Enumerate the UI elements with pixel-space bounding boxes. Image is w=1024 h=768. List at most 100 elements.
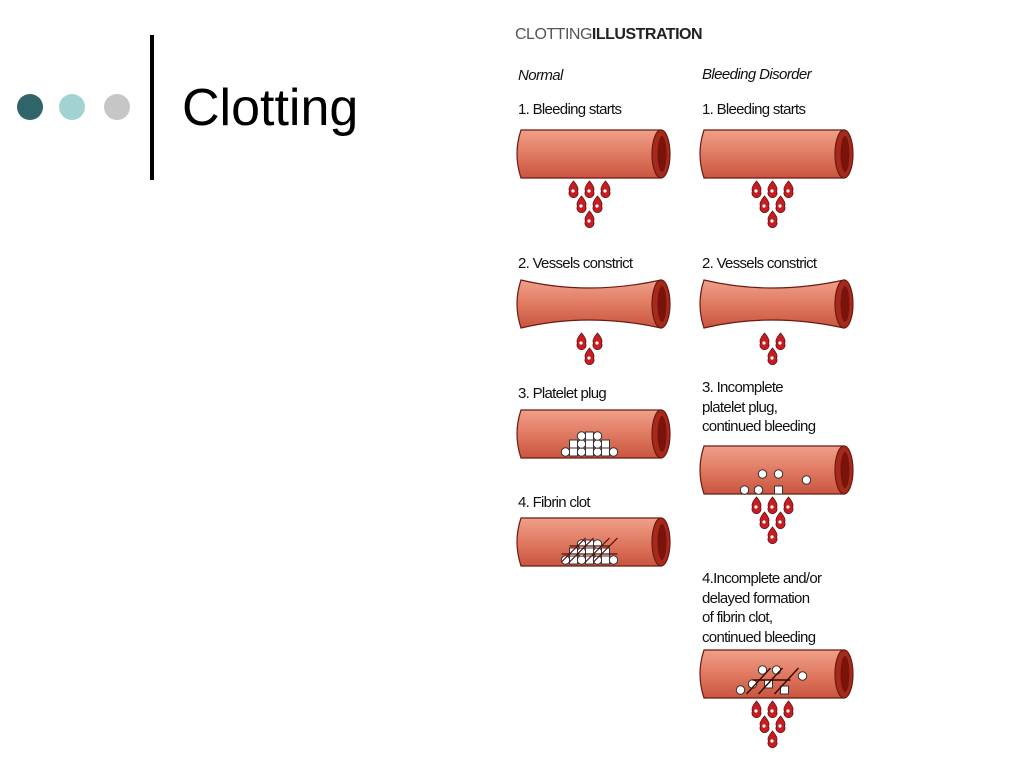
bullet-dot-light [59, 94, 85, 120]
normal-step-4-label: 4. Fibrin clot [518, 494, 591, 511]
vessel-lumen [840, 452, 850, 488]
disorder-step-1-label: 1. Bleeding starts [702, 101, 806, 118]
platelet [569, 439, 578, 449]
blood-drop-highlight [786, 189, 790, 193]
column-heading-normal: Normal [518, 67, 563, 84]
normal-vessel-1 [516, 129, 671, 179]
figure-title-bold: ILLUSTRATION [591, 26, 703, 43]
bullet-dot-dark [17, 94, 43, 120]
platelet [592, 439, 603, 449]
blood-drop-highlight [770, 219, 774, 223]
blood-drop-highlight [587, 189, 591, 193]
vessel-lumen [657, 416, 667, 452]
fibrin-strand [773, 667, 800, 695]
blood-drop [775, 511, 786, 529]
platelet [774, 485, 783, 495]
blood-drop [592, 332, 603, 350]
platelet [576, 547, 587, 557]
blood-drop [759, 511, 770, 529]
blood-drop-highlight [571, 189, 575, 193]
blood-drop-highlight [595, 341, 599, 345]
normal-vessel-2 [516, 279, 671, 329]
vessel-lumen [657, 286, 667, 322]
blood-drop-highlight [770, 535, 774, 539]
platelet [601, 555, 610, 565]
blood-drop-highlight [754, 189, 758, 193]
clotting-illustration: CLOTTINGILLUSTRATION Normal Bleeding Dis… [500, 18, 880, 768]
platelet [576, 431, 587, 441]
fibrin-strand [561, 537, 586, 563]
vessel-diagrams [516, 129, 854, 748]
blood-drop-highlight [770, 189, 774, 193]
platelet [773, 469, 784, 479]
platelet [735, 685, 746, 695]
platelet [601, 439, 610, 449]
blood-drop-highlight [770, 356, 774, 360]
vessel-lumen [657, 136, 667, 172]
fibrin-strand [569, 537, 594, 563]
platelet [592, 555, 603, 565]
vessel-lumen [840, 656, 850, 692]
blood-drop [775, 715, 786, 733]
blood-drop-highlight [587, 356, 591, 360]
blood-drop-highlight [778, 520, 782, 524]
blood-drop-highlight [778, 204, 782, 208]
blood-drop [783, 180, 794, 198]
normal-step-2-label: 2. Vessels constrict [518, 255, 633, 272]
normal-step-3-label: 3. Platelet plug [518, 385, 607, 402]
blood-drop [751, 180, 762, 198]
blood-drop [783, 700, 794, 718]
blood-drop [759, 332, 770, 350]
platelet [757, 665, 768, 675]
blood-drop [751, 700, 762, 718]
blood-drop-highlight [754, 709, 758, 713]
platelet [592, 447, 603, 457]
slide-title: Clotting [182, 79, 359, 137]
blood-drop [584, 180, 595, 198]
blood-drop-highlight [754, 505, 758, 509]
blood-drop-highlight [770, 709, 774, 713]
vessel-lumen [840, 286, 850, 322]
vessel-lumen [840, 136, 850, 172]
blood-drop-highlight [579, 204, 583, 208]
blood-drop [767, 526, 778, 544]
fibrin-strand [745, 667, 772, 695]
blood-drop-highlight [762, 520, 766, 524]
vessel-body [699, 445, 845, 495]
platelet [560, 555, 571, 565]
blood-drop-highlight [778, 724, 782, 728]
blood-drop [600, 180, 611, 198]
vessel-lumen [657, 524, 667, 560]
blood-drop-highlight [786, 709, 790, 713]
blood-drop [767, 210, 778, 228]
blood-drop [576, 195, 587, 213]
blood-drop [759, 715, 770, 733]
vessel-body [516, 279, 662, 329]
disorder-vessel-4 [699, 649, 854, 699]
disorder-step-2-label: 2. Vessels constrict [702, 255, 817, 272]
blood-drop [751, 496, 762, 514]
fibrin-strand [757, 667, 784, 695]
platelet [585, 431, 594, 441]
blood-drop [767, 730, 778, 748]
normal-step-1-label: 1. Bleeding starts [518, 101, 622, 118]
platelet [569, 447, 578, 457]
blood-drop-highlight [579, 341, 583, 345]
disorder-step-4-label: 4.Incomplete and/or delayed formation of… [702, 570, 822, 646]
blood-drop [568, 180, 579, 198]
blood-drop [775, 332, 786, 350]
platelet [576, 439, 587, 449]
blood-drop [759, 195, 770, 213]
figure-title-light: CLOTTING [515, 26, 592, 43]
platelet [585, 439, 594, 449]
platelet [771, 665, 782, 675]
platelet [576, 555, 587, 565]
blood-drop [576, 332, 587, 350]
platelet [739, 485, 750, 495]
column-heading-bleeding-disorder: Bleeding Disorder [702, 66, 812, 83]
vessel-body [699, 129, 845, 179]
fibrin-strand [585, 537, 610, 563]
blood-drop [584, 210, 595, 228]
blood-drop [783, 496, 794, 514]
blood-drop [767, 180, 778, 198]
